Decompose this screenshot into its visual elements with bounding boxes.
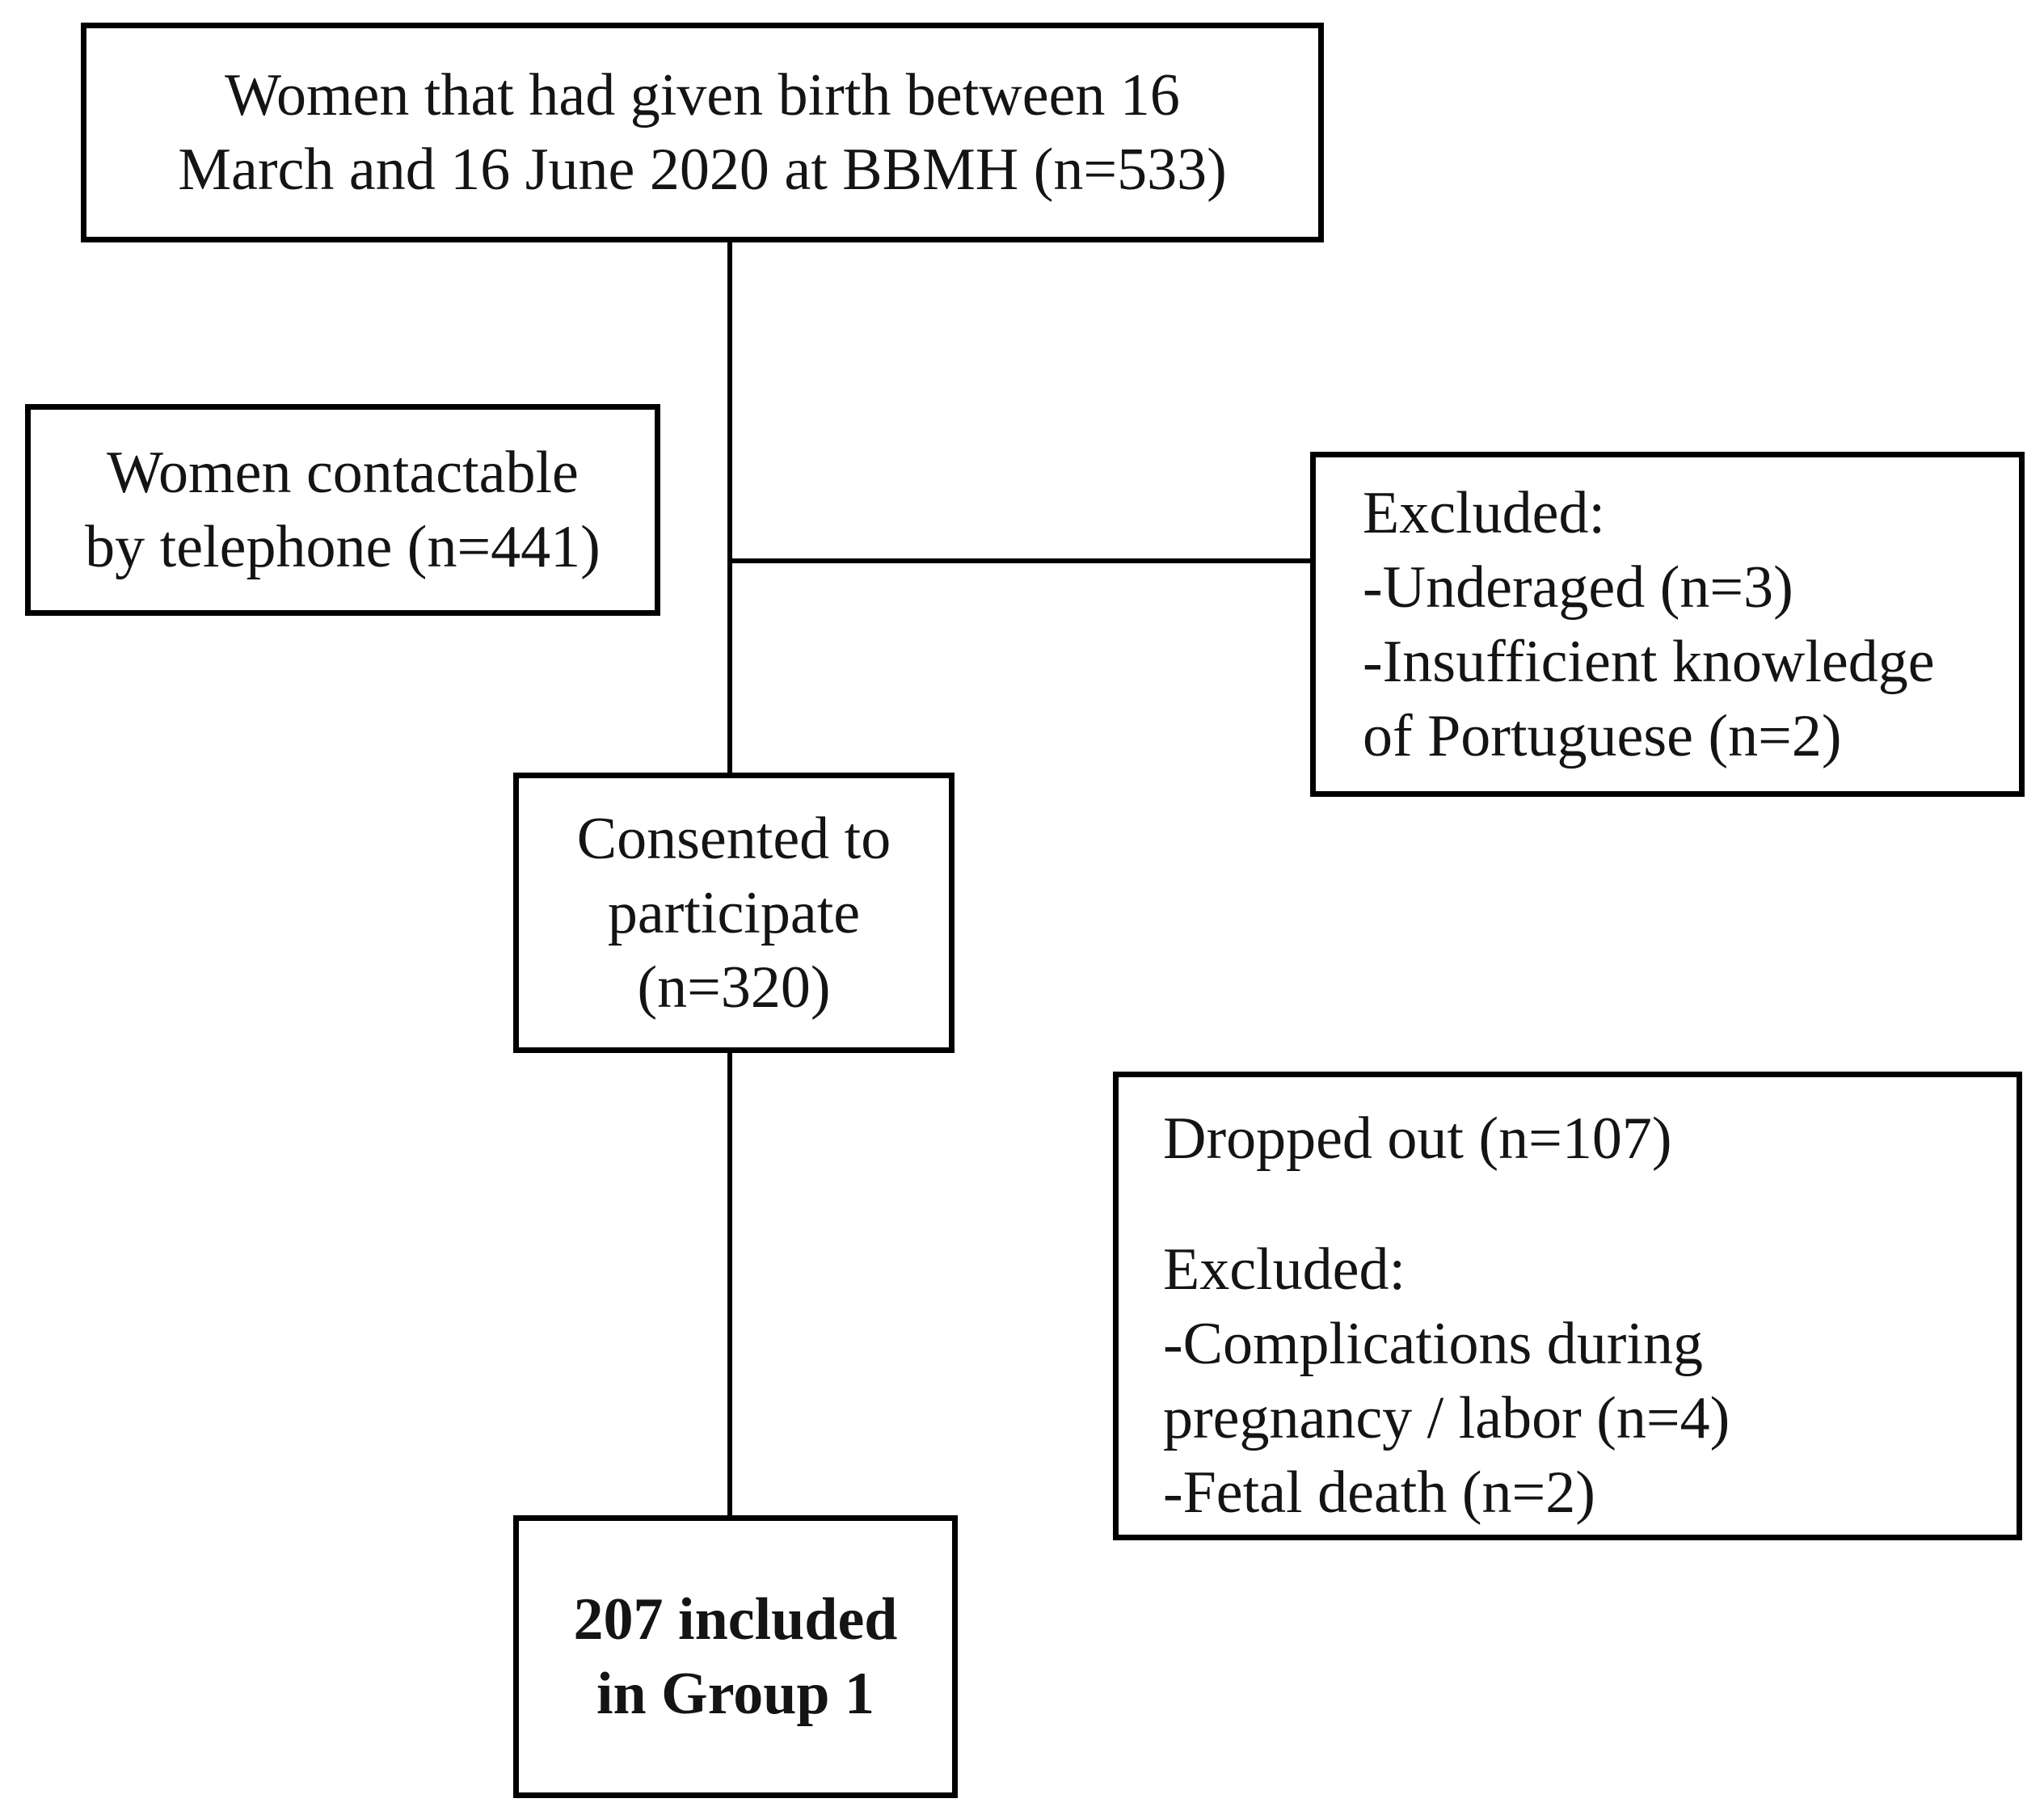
box-text-line: Women that had given birth between 16 bbox=[225, 62, 1180, 128]
connector-consented-to-group1 bbox=[727, 1053, 732, 1515]
box-text-line: -Underaged (n=3) bbox=[1363, 554, 1793, 621]
box-text-line: participate bbox=[607, 879, 861, 946]
box-text-line: -Complications during bbox=[1163, 1311, 1703, 1377]
box-text-line: (n=320) bbox=[637, 954, 831, 1021]
box-text-line: -Insufficient knowledge bbox=[1363, 628, 1935, 695]
box-text-line: of Portuguese (n=2) bbox=[1363, 702, 1842, 769]
box-text-line: Women contactable bbox=[107, 440, 579, 506]
excluded-sub-block: Excluded: -Complications during pregnanc… bbox=[1163, 1232, 1730, 1530]
box-text-line: 207 included bbox=[573, 1586, 898, 1653]
box-text-line: Consented to bbox=[576, 805, 891, 872]
box-included-in-group1: 207 included in Group 1 bbox=[513, 1515, 958, 1798]
box-text-line: March and 16 June 2020 at BBMH (n=533) bbox=[178, 137, 1227, 203]
box-dropped-out-and-excluded: Dropped out (n=107) Excluded: -Complicat… bbox=[1113, 1072, 2022, 1540]
box-text-line: Excluded: bbox=[1363, 479, 1606, 546]
box-excluded-before-consent: Excluded: -Underaged (n=3) -Insufficient… bbox=[1310, 452, 2025, 797]
box-source-population: Women that had given birth between 16 Ma… bbox=[81, 23, 1324, 242]
box-consented-to-participate: Consented to participate (n=320) bbox=[513, 773, 955, 1053]
box-text-line: pregnancy / labor (n=4) bbox=[1163, 1385, 1730, 1451]
box-text-line: by telephone (n=441) bbox=[85, 514, 601, 580]
connector-source-to-consented bbox=[727, 241, 732, 773]
box-contactable-by-telephone: Women contactable by telephone (n=441) bbox=[25, 404, 660, 616]
box-text-line: Dropped out (n=107) bbox=[1163, 1106, 1672, 1172]
box-text-line: -Fetal death (n=2) bbox=[1163, 1460, 1595, 1526]
box-text-line: in Group 1 bbox=[596, 1661, 875, 1727]
box-text-line: Excluded: bbox=[1163, 1236, 1406, 1303]
connector-branch-to-excluded bbox=[730, 558, 1310, 563]
